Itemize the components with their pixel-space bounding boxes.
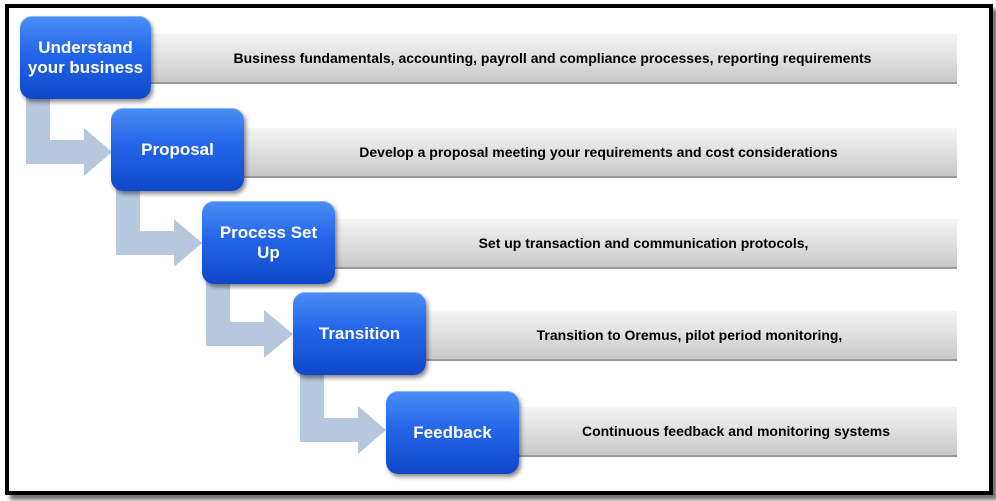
- step-1-box: Understand your business: [20, 16, 151, 99]
- step-4-description: Transition to Oremus, pilot period monit…: [536, 327, 843, 343]
- step-5-box: Feedback: [386, 391, 519, 474]
- step-5-description-bar: Continuous feedback and monitoring syste…: [515, 407, 957, 457]
- step-2-box: Proposal: [111, 108, 244, 191]
- step-5-title: Feedback: [413, 422, 492, 442]
- step-2-title: Proposal: [141, 139, 214, 159]
- step-1-title: Understand your business: [27, 37, 144, 77]
- step-3-title: Process Set Up: [219, 222, 318, 262]
- step-3-description-bar: Set up transaction and communication pro…: [330, 219, 957, 269]
- step-1-description-bar: Business fundamentals, accounting, payro…: [148, 34, 957, 84]
- step-1-description: Business fundamentals, accounting, payro…: [233, 50, 872, 66]
- step-4-title: Transition: [318, 323, 401, 343]
- step-4-box: Transition: [293, 292, 426, 375]
- step-4-description-bar: Transition to Oremus, pilot period monit…: [422, 311, 957, 361]
- step-2-description: Develop a proposal meeting your requirem…: [359, 144, 838, 160]
- step-3-box: Process Set Up: [202, 201, 335, 284]
- step-2-description-bar: Develop a proposal meeting your requirem…: [240, 128, 957, 178]
- step-5-description: Continuous feedback and monitoring syste…: [581, 423, 891, 439]
- step-3-description: Set up transaction and communication pro…: [478, 235, 809, 251]
